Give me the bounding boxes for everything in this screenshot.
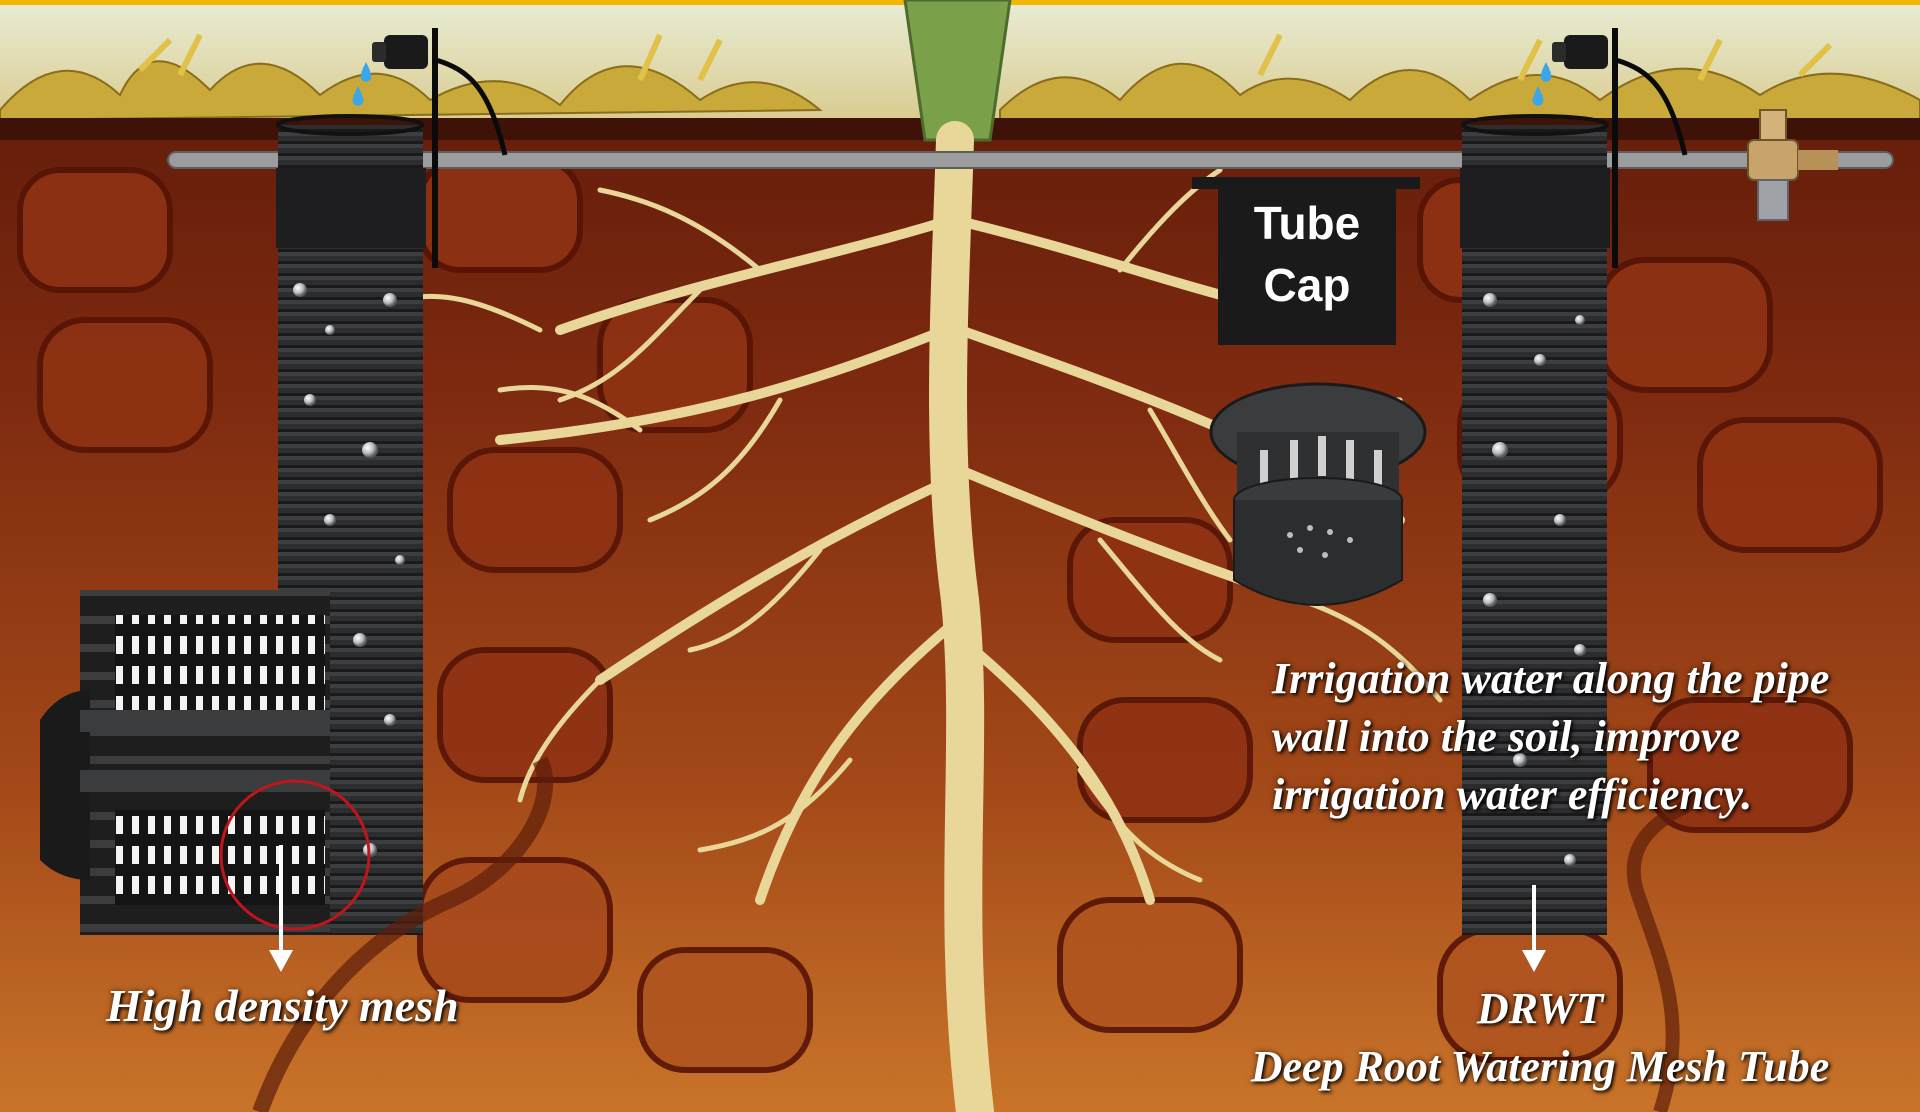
irrigation-note-line2: wall into the soil, improve bbox=[1272, 708, 1829, 766]
plant-stem bbox=[905, 0, 1010, 140]
irrigation-note-line3: irrigation water efficiency. bbox=[1272, 766, 1829, 824]
irrigation-note-line1: Irrigation water along the pipe bbox=[1272, 650, 1829, 708]
drwt-full-name: Deep Root Watering Mesh Tube bbox=[1200, 1038, 1880, 1096]
tube-cap-label-line2: Cap bbox=[1218, 254, 1396, 316]
tube-cap-label-line1: Tube bbox=[1218, 192, 1396, 254]
tube-cap-icon bbox=[1211, 384, 1425, 605]
mesh-label: High density mesh bbox=[106, 978, 459, 1034]
stake-right bbox=[1612, 28, 1618, 268]
mesh-coil-closeup bbox=[40, 590, 330, 935]
irrigation-pipe bbox=[168, 152, 1893, 168]
drwt-label: DRWT Deep Root Watering Mesh Tube bbox=[1200, 980, 1880, 1096]
irrigation-note: Irrigation water along the pipe wall int… bbox=[1272, 650, 1829, 824]
stake-left bbox=[432, 28, 438, 268]
drwt-abbrev: DRWT bbox=[1200, 980, 1880, 1038]
tube-cap-label: Tube Cap bbox=[1218, 192, 1396, 316]
